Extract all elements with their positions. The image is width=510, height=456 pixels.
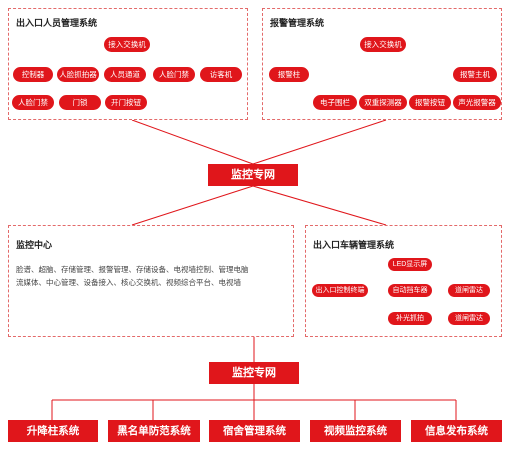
vehicle-system-title: 出入口车辆管理系统 <box>313 240 395 250</box>
face-access-node[interactable]: 人脸门禁 <box>12 95 54 110</box>
controller-node[interactable]: 控制器 <box>13 67 53 82</box>
monitoring-network-bottom[interactable]: 监控专网 <box>209 362 299 384</box>
door-button-node[interactable]: 开门按钮 <box>105 95 147 110</box>
subsystem-info-publish[interactable]: 信息发布系统 <box>411 420 502 442</box>
subsystem-video-surveillance[interactable]: 视频监控系统 <box>310 420 401 442</box>
led-display-node[interactable]: LED显示屏 <box>388 258 432 271</box>
face-capture-node[interactable]: 人脸抓拍器 <box>57 67 99 82</box>
face-gate-node[interactable]: 人脸门禁 <box>153 67 195 82</box>
monitoring-network-top[interactable]: 监控专网 <box>208 164 298 186</box>
monitoring-center-panel <box>8 225 294 337</box>
alarm-column-node[interactable]: 报警柱 <box>269 67 309 82</box>
personnel-system-title: 出入口人员管理系统 <box>16 18 98 28</box>
auto-barrier-node[interactable]: 自动挡车器 <box>388 284 432 297</box>
dual-detector-node[interactable]: 双重探测器 <box>359 95 407 110</box>
gate-radar-node-1[interactable]: 道闸雷达 <box>448 284 490 297</box>
monitoring-center-line1: 脸谱、超脑、存储管理、报警管理、存储设备、电视墙控制、管理电脑 <box>16 265 249 274</box>
subsystem-blacklist[interactable]: 黑名单防范系统 <box>108 420 200 442</box>
monitoring-center-title: 监控中心 <box>16 240 53 250</box>
gate-radar-node-2[interactable]: 道闸雷达 <box>448 312 490 325</box>
door-lock-node[interactable]: 门锁 <box>59 95 101 110</box>
visitor-machine-node[interactable]: 访客机 <box>200 67 242 82</box>
alarm-host-node[interactable]: 报警主机 <box>453 67 497 82</box>
alarm-access-switch[interactable]: 接入交换机 <box>360 37 406 52</box>
vehicle-control-terminal[interactable]: 出入口控制终端 <box>312 284 368 297</box>
monitoring-center-line2: 流媒体、中心管理、设备接入、核心交换机、视频综合平台、电视墙 <box>16 278 241 287</box>
personnel-access-switch[interactable]: 接入交换机 <box>104 37 150 52</box>
alarm-button-node[interactable]: 报警按钮 <box>409 95 451 110</box>
electronic-fence-node[interactable]: 电子围栏 <box>313 95 357 110</box>
sound-light-alarm-node[interactable]: 声光报警器 <box>453 95 501 110</box>
fill-light-capture-node[interactable]: 补光抓拍 <box>388 312 432 325</box>
subsystem-lift-column[interactable]: 升降柱系统 <box>8 420 98 442</box>
subsystem-dormitory[interactable]: 宿舍管理系统 <box>209 420 300 442</box>
alarm-system-title: 报警管理系统 <box>270 18 325 28</box>
people-channel-node[interactable]: 人员通道 <box>104 67 146 82</box>
